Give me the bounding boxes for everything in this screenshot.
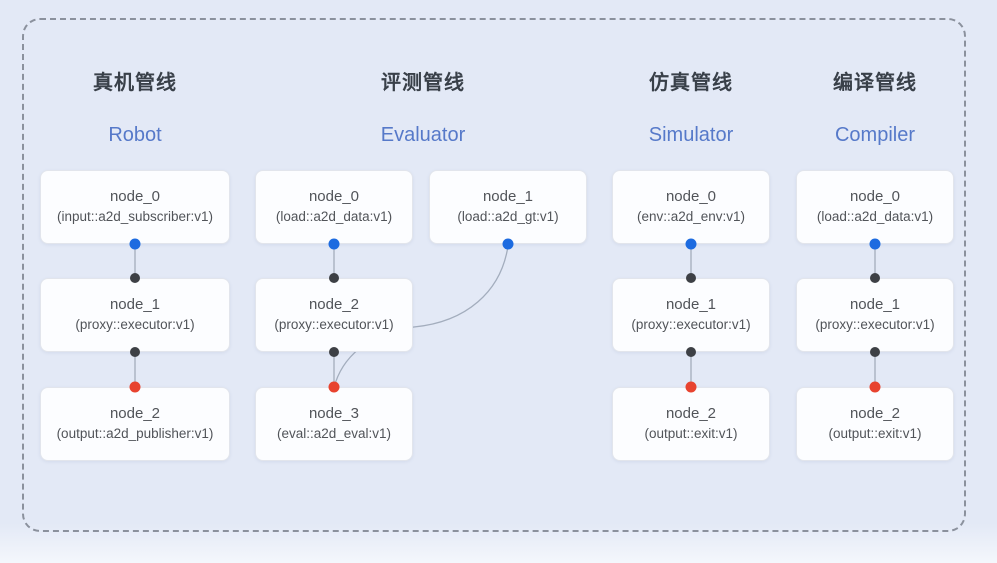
robot-node-2: node_2 (output::a2d_publisher:v1) (40, 387, 230, 461)
evaluator-title-zh: 评测管线 (381, 72, 465, 94)
robot-node0-output-port-dot (129, 238, 141, 250)
compiler-node-2: node_2 (output::exit:v1) (796, 387, 954, 461)
node-name: node_1 (482, 188, 534, 206)
evaluator-node3-input-port-dot (328, 381, 340, 393)
node-type: (proxy::executor:v1) (815, 317, 935, 333)
simulator-node-1: node_1 (proxy::executor:v1) (612, 278, 770, 352)
simulator-node1-input-port-dot (686, 273, 696, 283)
node-name: node_0 (109, 188, 161, 206)
node-name: node_1 (665, 296, 717, 314)
compiler-node2-input-port-dot (869, 381, 881, 393)
node-name: node_2 (665, 405, 717, 423)
compiler-node1-input-port-dot (870, 273, 880, 283)
node-type: (load::a2d_data:v1) (816, 209, 934, 225)
simulator-node2-input-port-dot (685, 381, 697, 393)
compiler-title-zh: 编译管线 (833, 72, 917, 94)
node-type: (proxy::executor:v1) (274, 317, 394, 333)
node-type: (load::a2d_gt:v1) (457, 209, 559, 225)
robot-node-1: node_1 (proxy::executor:v1) (40, 278, 230, 352)
node-type: (env::a2d_env:v1) (636, 209, 746, 225)
evaluator-node-1: node_1 (load::a2d_gt:v1) (429, 170, 587, 244)
edges (134, 244, 876, 387)
node-name: node_3 (308, 405, 360, 423)
compiler-title-en: Compiler (834, 124, 916, 146)
simulator-title-en: Simulator (648, 124, 734, 146)
robot-node2-input-port-dot (129, 381, 141, 393)
simulator-node-2: node_2 (output::exit:v1) (612, 387, 770, 461)
evaluator-node1-output-port-dot (502, 238, 514, 250)
compiler-node-1: node_1 (proxy::executor:v1) (796, 278, 954, 352)
node-type: (input::a2d_subscriber:v1) (56, 209, 214, 225)
node-type: (output::exit:v1) (644, 426, 738, 442)
node-name: node_0 (849, 188, 901, 206)
node-name: node_1 (849, 296, 901, 314)
compiler-node-0: node_0 (load::a2d_data:v1) (796, 170, 954, 244)
node-name: node_2 (849, 405, 901, 423)
node-type: (proxy::executor:v1) (75, 317, 195, 333)
robot-node-0: node_0 (input::a2d_subscriber:v1) (40, 170, 230, 244)
node-name: node_2 (308, 296, 360, 314)
evaluator-node0-output-port-dot (328, 238, 340, 250)
node-name: node_2 (109, 405, 161, 423)
compiler-node0-output-port-dot (869, 238, 881, 250)
evaluator-node2-input-port-dot (329, 273, 339, 283)
node-type: (output::exit:v1) (828, 426, 922, 442)
node-type: (eval::a2d_eval:v1) (276, 426, 392, 442)
simulator-title-zh: 仿真管线 (649, 72, 733, 94)
robot-node1-output-port-dot (130, 347, 140, 357)
evaluator-node-2: node_2 (proxy::executor:v1) (255, 278, 413, 352)
node-type: (proxy::executor:v1) (631, 317, 751, 333)
simulator-node1-output-port-dot (686, 347, 696, 357)
node-name: node_0 (665, 188, 717, 206)
evaluator-node-0: node_0 (load::a2d_data:v1) (255, 170, 413, 244)
evaluator-node2-output-port-dot (329, 347, 339, 357)
node-name: node_1 (109, 296, 161, 314)
evaluator-gt-to-eval-curve-edge (334, 245, 509, 385)
simulator-node0-output-port-dot (685, 238, 697, 250)
simulator-node-0: node_0 (env::a2d_env:v1) (612, 170, 770, 244)
node-type: (load::a2d_data:v1) (275, 209, 393, 225)
evaluator-node-3: node_3 (eval::a2d_eval:v1) (255, 387, 413, 461)
robot-title-zh: 真机管线 (93, 72, 177, 94)
compiler-node1-output-port-dot (870, 347, 880, 357)
robot-node1-input-port-dot (130, 273, 140, 283)
robot-title-en: Robot (108, 124, 162, 146)
evaluator-title-en: Evaluator (380, 124, 466, 146)
node-type: (output::a2d_publisher:v1) (56, 426, 214, 442)
node-name: node_0 (308, 188, 360, 206)
